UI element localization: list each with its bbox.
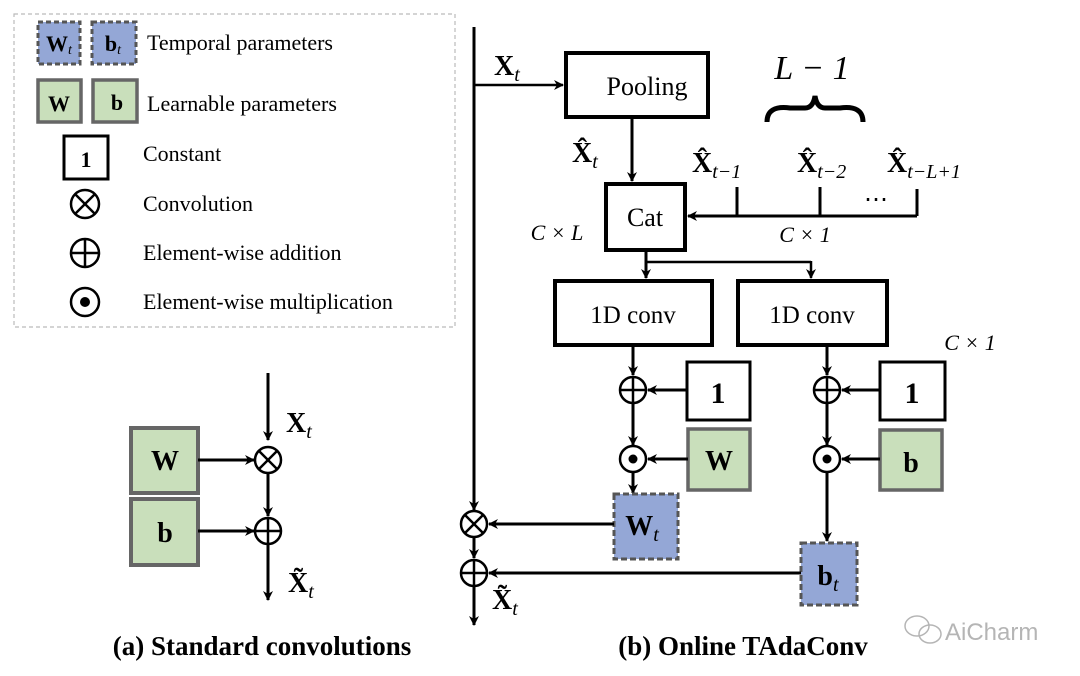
left-multiplication-icon [618, 444, 648, 474]
standard-b-box: b [129, 497, 200, 567]
right-b-box: b [878, 428, 944, 492]
svg-text:1: 1 [905, 377, 920, 410]
right-constant-box: 1 [878, 360, 947, 422]
bt-box: bt [799, 541, 859, 607]
legend-constant-box: 1 [62, 134, 110, 181]
svg-text:1: 1 [711, 377, 726, 410]
standard-convolution-icon [253, 445, 283, 475]
conv-right-box: 1D conv [736, 279, 889, 347]
svg-text:b: b [111, 90, 123, 115]
standard-addition-icon [253, 516, 283, 546]
svg-text:bt: bt [105, 31, 122, 58]
legend: Wt bt Temporal parameters W b Learnable … [13, 13, 456, 328]
svg-text:W: W [151, 446, 179, 477]
standard-conv-diagram: Xt W b X̃t (a) Standard convolutions [113, 373, 412, 661]
history-dim-label: C × 1 [779, 222, 831, 247]
main-addition-icon [459, 558, 489, 588]
pooled-label: X̂t [572, 138, 598, 173]
legend-convolution-label: Convolution [143, 191, 253, 216]
main-convolution-icon [459, 509, 489, 539]
svg-text:1D conv: 1D conv [769, 302, 855, 329]
history-label-1: X̂t−1 [692, 148, 741, 183]
svg-text:W: W [705, 446, 733, 477]
watermark: AiCharm [904, 615, 1038, 646]
left-constant-box: 1 [685, 360, 752, 422]
legend-learnable-w: W [36, 78, 83, 124]
pooling-box: Pooling [564, 51, 710, 119]
legend-addition-label: Element-wise addition [143, 240, 342, 265]
history-label-3: X̂t−L+1 [887, 148, 961, 183]
cat-dim-label: C × L [531, 220, 584, 245]
wechat-icon [904, 615, 942, 644]
svg-text:W: W [48, 91, 70, 116]
online-tadaconv-diagram: Xt Pooling X̂t L − 1 X̂t−1 X̂t−2 X̂t−L+1… [459, 27, 996, 661]
legend-constant-label: Constant [143, 141, 221, 166]
legend-temporal-b: bt [90, 20, 138, 66]
svg-text:Wt: Wt [625, 511, 659, 546]
standard-caption: (a) Standard convolutions [113, 631, 412, 661]
svg-text:Pooling: Pooling [607, 72, 688, 101]
cat-box: Cat [604, 182, 687, 252]
svg-text:1: 1 [81, 147, 92, 172]
svg-text:b: b [157, 518, 173, 549]
history-brace [764, 95, 866, 123]
online-caption: (b) Online TAdaConv [618, 631, 868, 661]
standard-output-label: X̃t [288, 568, 314, 603]
legend-multiplication-icon [69, 286, 101, 318]
wt-box: Wt [612, 492, 680, 561]
right-addition-icon [812, 375, 842, 405]
history-count-label: L − 1 [773, 50, 849, 87]
standard-input-label: Xt [286, 408, 312, 443]
svg-text:b: b [903, 448, 919, 479]
conv-dim-label: C × 1 [944, 330, 996, 355]
legend-temporal-w: Wt [36, 20, 82, 66]
online-input-label: Xt [494, 51, 520, 86]
svg-text:bt: bt [817, 561, 839, 596]
history-ellipsis: ⋯ [864, 187, 888, 213]
legend-temporal-label: Temporal parameters [147, 30, 333, 55]
svg-text:1D conv: 1D conv [590, 302, 676, 329]
legend-multiplication-label: Element-wise multiplication [143, 289, 393, 314]
legend-learnable-label: Learnable parameters [147, 91, 337, 116]
right-multiplication-icon [812, 444, 842, 474]
online-output-label: X̃t [492, 585, 518, 620]
legend-convolution-icon [69, 188, 101, 220]
watermark-text: AiCharm [945, 619, 1038, 646]
svg-text:Wt: Wt [46, 31, 73, 58]
legend-addition-icon [69, 237, 101, 269]
legend-learnable-b: b [91, 78, 139, 124]
legend-border [13, 13, 456, 328]
left-addition-icon [618, 375, 648, 405]
standard-w-box: W [129, 426, 200, 495]
svg-text:Cat: Cat [627, 203, 664, 232]
history-label-2: X̂t−2 [797, 148, 846, 183]
left-w-box: W [686, 427, 752, 492]
conv-left-box: 1D conv [553, 279, 714, 347]
